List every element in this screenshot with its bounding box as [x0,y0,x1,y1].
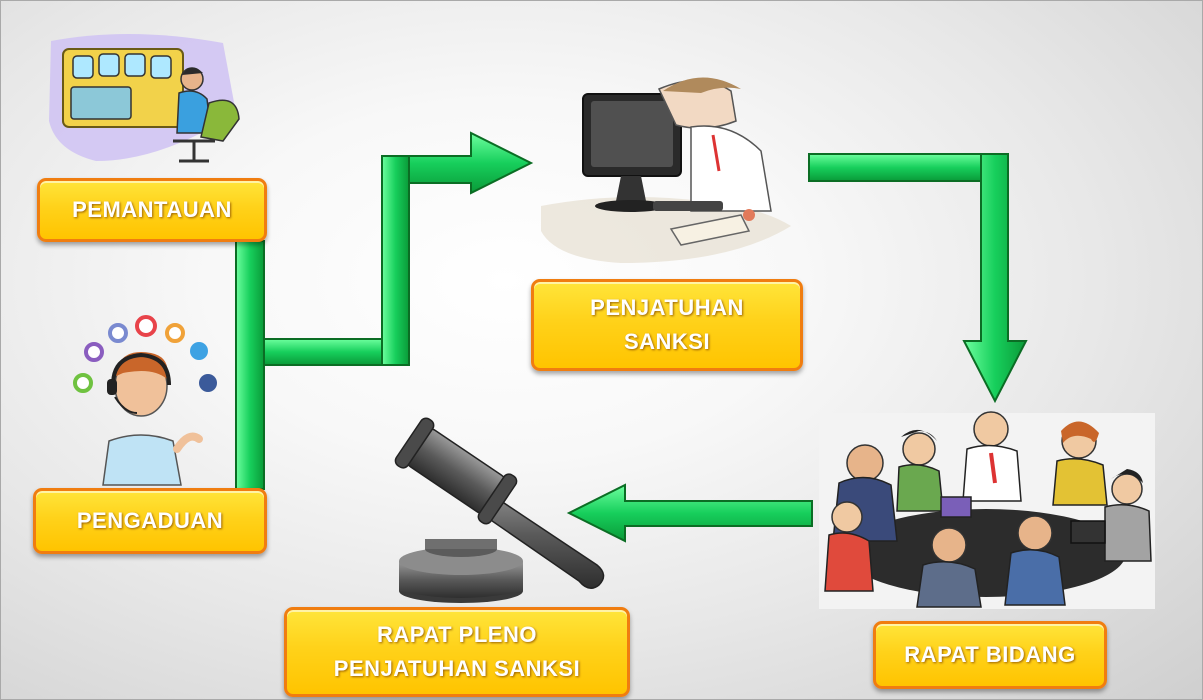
office-worker-computer-icon [541,77,791,263]
arrow-to-rapat-pleno [566,483,813,543]
connector-vertical-left [235,240,265,490]
node-rapat-pleno-line1: RAPAT PLENO [377,622,537,647]
arrow-to-rapat-bidang [808,153,1028,404]
node-pengaduan-label: PENGADUAN [76,508,224,533]
node-rapat-bidang: RAPAT BIDANG [873,621,1107,689]
call-center-agent-icon [73,315,217,486]
node-rapat-pleno-line2: PENJATUHAN SANKSI [333,656,581,681]
control-room-operator-icon [49,33,240,163]
node-pemantauan-label: PEMANTAUAN [72,197,232,222]
node-rapat-bidang-label: RAPAT BIDANG [904,642,1076,667]
node-penjatuhan-sanksi-line2: SANKSI [623,329,711,354]
node-rapat-pleno: RAPAT PLENO PENJATUHAN SANKSI [284,607,630,697]
meeting-group-icon [819,411,1155,609]
node-penjatuhan-sanksi: PENJATUHAN SANKSI [531,279,803,371]
node-pemantauan: PEMANTAUAN [37,178,267,242]
judge-gavel-icon [394,417,605,603]
node-penjatuhan-sanksi-line1: PENJATUHAN [590,295,744,320]
node-pengaduan: PENGADUAN [33,488,267,554]
arrow-to-penjatuhan [263,131,534,366]
